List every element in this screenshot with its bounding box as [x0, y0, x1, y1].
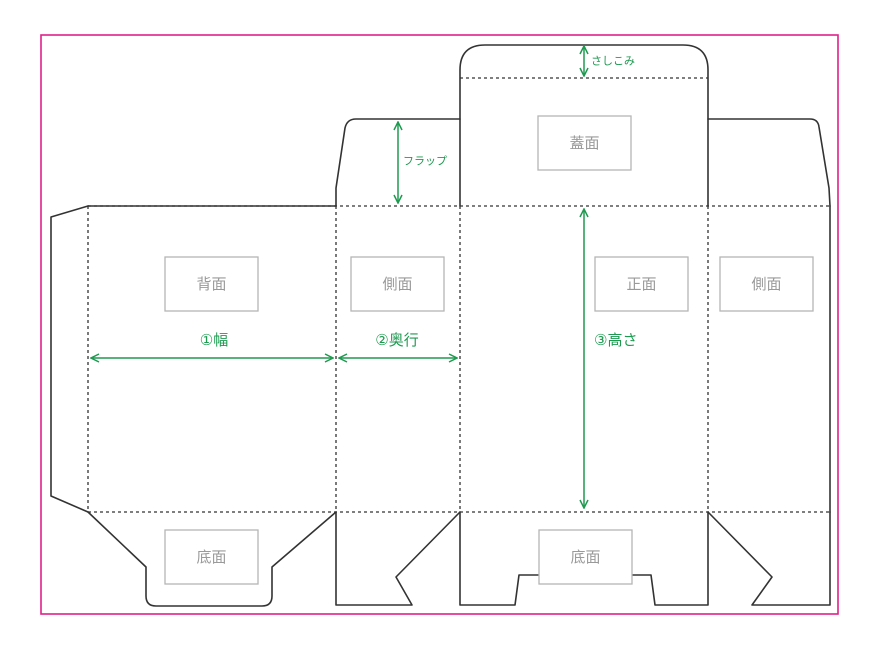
panel-label-text: 正面	[626, 275, 656, 293]
panel-label-side-right: 側面	[719, 256, 814, 312]
dimension-depth-label: ②奥行	[375, 331, 418, 349]
panel-label-text: 側面	[382, 275, 412, 293]
right-top-flap-outline	[707, 118, 831, 207]
dimension-depth: ②奥行	[339, 331, 457, 358]
dimension-tuck: さしこみ	[584, 46, 635, 76]
bottom-left-side-flap-outline	[335, 511, 461, 606]
glue-flap-outline	[50, 205, 89, 513]
dimension-flap: フラップ	[398, 122, 447, 203]
panel-label-lid: 蓋面	[537, 115, 632, 171]
panel-label-bottom-center: 底面	[538, 529, 633, 585]
dimension-height: ③高さ	[584, 209, 637, 508]
bottom-right-side-flap-outline	[707, 511, 831, 606]
panel-label-bottom-left: 底面	[164, 529, 259, 585]
dimension-width-label: ①幅	[200, 331, 228, 349]
dimension-tuck-label: さしこみ	[591, 55, 635, 68]
cut-lines	[50, 44, 831, 607]
panel-label-text: 底面	[570, 548, 600, 566]
dimension-width: ①幅	[91, 331, 333, 358]
panel-label-front: 正面	[594, 256, 689, 312]
dimension-flap-label: フラップ	[403, 155, 447, 168]
panel-label-text: 蓋面	[569, 134, 599, 152]
bottom-back-flap-outline	[87, 511, 337, 607]
left-top-flap-outline	[335, 118, 461, 207]
panel-label-text: 背面	[196, 275, 226, 293]
panel-label-text: 底面	[196, 548, 226, 566]
page-frame	[40, 34, 839, 615]
panel-label-side-left: 側面	[350, 256, 445, 312]
fold-lines	[87, 77, 830, 513]
dimension-height-label: ③高さ	[594, 331, 637, 349]
panel-label-back: 背面	[164, 256, 259, 312]
panel-label-text: 側面	[751, 275, 781, 293]
